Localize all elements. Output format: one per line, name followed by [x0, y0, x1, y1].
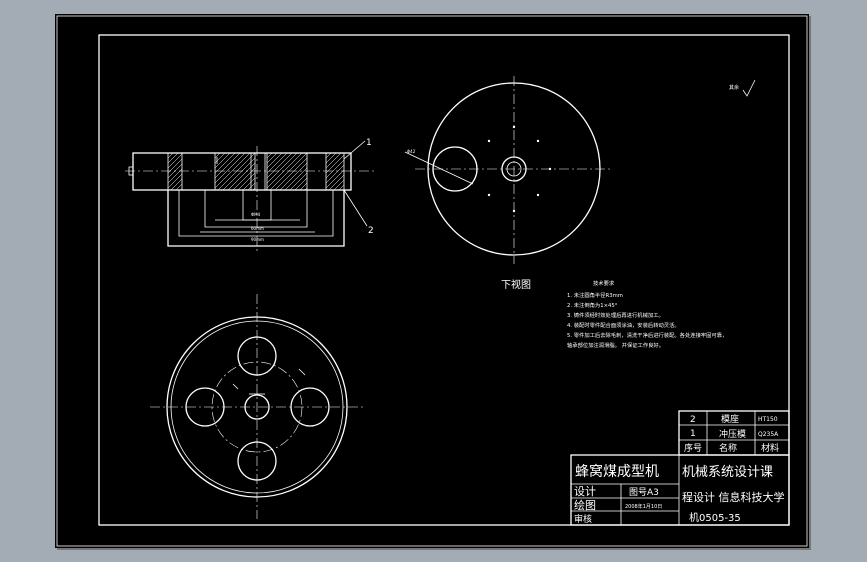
product-name: 蜂窝煤成型机 [575, 463, 659, 480]
part-no-1: 1 [690, 429, 696, 439]
hatch-line [279, 162, 308, 191]
drawing-date: 2008年1月10日 [625, 503, 662, 510]
part-name-2: 模座 [721, 413, 739, 425]
hatch-line [217, 152, 256, 191]
hatch-line [247, 182, 256, 191]
role-draw: 绘图 [574, 498, 596, 512]
section-view: 1 2 ΦМ4 60mm 90mm [125, 138, 375, 254]
hatch-line [266, 152, 293, 179]
role-design: 设计 [574, 485, 596, 498]
title-block: 蜂窝煤成型机 机械系统设计课 程设计 信息科技大学 机0505-35 设计 绘图… [570, 454, 790, 526]
hatch-line [304, 187, 308, 191]
hatch-line [214, 152, 251, 189]
hatch-line [214, 152, 236, 174]
view-label-bottom: 下视图 [501, 278, 531, 291]
parts-list: 2 模座 HT150 1 冲压模 Q235A 序号 名称 材料 [678, 410, 790, 456]
hatch-line [266, 152, 273, 159]
hatch-line [167, 168, 183, 184]
requirement-3: 3. 铸件须经时效处理后再进行机械加工。 [567, 311, 664, 319]
bottom-view: Φ42 下视图 [404, 76, 610, 291]
drawing-sheet: 1 2 ΦМ4 60mm 90mm Φ42 下视图 [55, 14, 809, 548]
seal-mark: 其余 [729, 84, 739, 91]
part-material-1: Q235A [758, 431, 779, 438]
hatch-line [325, 152, 337, 164]
dim-d1: ΦМ4 [251, 212, 261, 217]
hatch-line [170, 178, 183, 191]
hatch-line [214, 152, 221, 159]
hatch-line [274, 157, 308, 191]
part-no-2: 2 [690, 415, 696, 425]
hatch-line [325, 152, 332, 159]
header-name: 名称 [719, 442, 737, 454]
dim-d4: Φ42 [407, 149, 416, 154]
hatch-line [266, 152, 288, 174]
hatch-line [325, 159, 345, 179]
part-name-1: 冲压模 [719, 428, 746, 440]
hatch-line [167, 163, 183, 179]
leader-1: 1 [366, 138, 372, 148]
hatch-line [294, 177, 308, 191]
outer-frame [56, 15, 808, 547]
hatch-line [237, 172, 256, 191]
hatch-line [214, 152, 226, 164]
technical-requirements: 技术要求 1. 未注圆角半径R3mm 2. 未注倒角为1×45° 3. 铸件须经… [567, 279, 727, 349]
hatch-line [180, 188, 183, 191]
course-name: 机械系统设计课 [682, 465, 773, 480]
school-name: 程设计 信息科技大学 [682, 490, 785, 504]
hatch-line [325, 154, 345, 174]
hatch-line [325, 152, 342, 169]
hatch-line [328, 174, 345, 191]
hatch-line [333, 179, 345, 191]
paper-label: 图号A3 [629, 487, 659, 498]
hatch-line [325, 164, 345, 184]
hatch-line [325, 169, 345, 189]
hatch-line [175, 183, 183, 191]
hatch-line [167, 158, 183, 174]
requirement-2: 2. 未注倒角为1×45° [567, 301, 618, 309]
hatch-line [167, 152, 179, 164]
header-material: 材料 [761, 442, 779, 454]
requirement-4: 4. 装配时零件配合面须涂油，安装后转动灵活。 [567, 321, 680, 329]
hatch-line [299, 182, 308, 191]
hatch-line [214, 152, 246, 184]
requirement-5: 5. 零件加工后去除毛刺，清洗干净后进行装配。各处连接牢固可靠， [567, 331, 727, 339]
requirement-1: 1. 未注圆角半径R3mm [567, 291, 623, 299]
surface-finish-mark: 其余 [729, 79, 756, 97]
inner-frame [98, 34, 790, 526]
hatch-line [266, 152, 283, 169]
hatch-line [289, 172, 308, 191]
requirements-title: 技术要求 [593, 279, 615, 287]
requirement-6: 轴承部位加注润滑脂。 并保证工作良好。 [567, 341, 664, 349]
hatch-line [214, 152, 231, 169]
header-no: 序号 [684, 442, 702, 454]
hatch-line [266, 152, 303, 189]
hatch-line [266, 152, 298, 184]
leader-2: 2 [368, 226, 374, 236]
hatch-line [167, 173, 183, 189]
cad-drawing: 1 2 ΦМ4 60mm 90mm Φ42 下视图 [56, 15, 808, 547]
hatch-line [227, 162, 256, 191]
hatch-line [242, 177, 256, 191]
hatch-line [284, 167, 308, 191]
hatch-line [167, 153, 183, 169]
role-check: 审核 [574, 513, 592, 525]
dim-d3: 90mm [251, 237, 264, 242]
part-material-2: HT150 [758, 416, 778, 423]
hatch-line [266, 152, 278, 164]
hatch-line [338, 184, 345, 191]
hatch-line [214, 152, 241, 179]
hatch-line [222, 157, 256, 191]
hatch-line [269, 152, 308, 191]
dim-d2: 60mm [251, 226, 264, 231]
plan-view [150, 294, 365, 519]
drawing-code: 机0505-35 [689, 511, 741, 524]
hatch-line [167, 152, 174, 159]
